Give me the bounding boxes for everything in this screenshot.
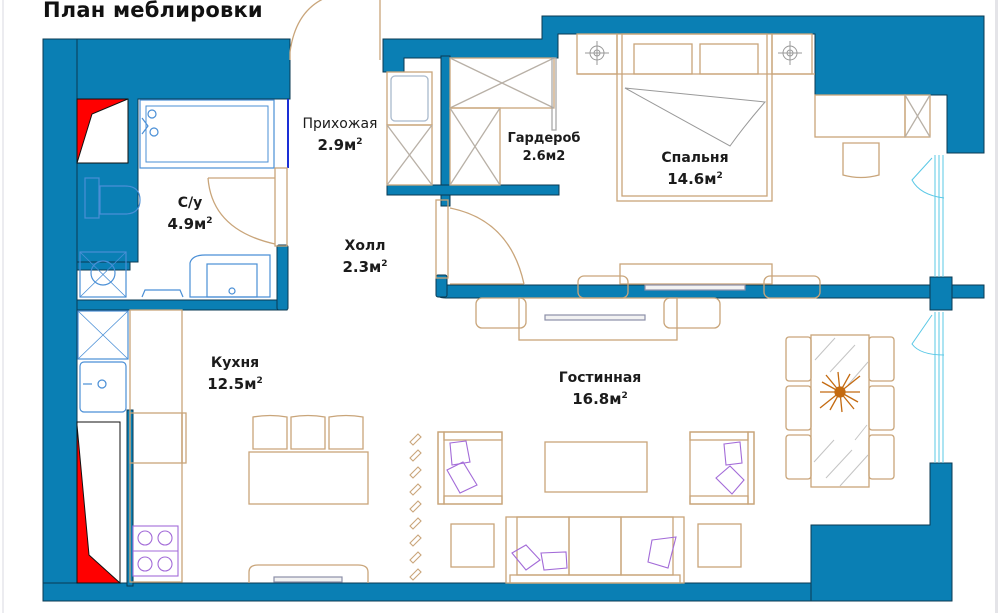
room-area: 4.9м2 bbox=[167, 215, 213, 233]
centerpiece-icon bbox=[819, 371, 861, 413]
room-area: 12.5м2 bbox=[207, 375, 263, 393]
room-label-wardrobe: Гардероб 2.6м2 bbox=[494, 130, 594, 166]
page-edge-left bbox=[2, 0, 4, 613]
room-name: Холл bbox=[344, 238, 386, 254]
furniture bbox=[129, 0, 931, 584]
room-label-kitchen: Кухня 12.5м2 bbox=[190, 354, 280, 393]
tv-icons bbox=[273, 284, 746, 583]
walls bbox=[42, 15, 985, 602]
room-name: Гостинная bbox=[558, 370, 642, 386]
room-label-bedroom: Спальня 14.6м2 bbox=[640, 149, 750, 188]
room-area: 16.8м2 bbox=[572, 390, 628, 408]
stove-icon bbox=[132, 525, 179, 577]
room-area: 2.6м2 bbox=[522, 149, 566, 164]
cushions bbox=[446, 440, 745, 571]
page-title: План меблировки bbox=[43, 0, 263, 22]
room-area: 2.3м2 bbox=[342, 258, 388, 276]
lamp-icons bbox=[585, 41, 802, 65]
room-name: Спальня bbox=[661, 150, 729, 166]
scrollbar-track[interactable] bbox=[995, 0, 998, 613]
room-label-living-room: Гостинная 16.8м2 bbox=[540, 369, 660, 408]
room-area: 14.6м2 bbox=[667, 170, 723, 188]
room-area: 2.9м2 bbox=[317, 136, 363, 154]
room-label-hall: Холл 2.3м2 bbox=[325, 237, 405, 276]
vent-shafts bbox=[76, 98, 129, 584]
windows bbox=[911, 155, 945, 463]
room-name: Кухня bbox=[210, 355, 260, 371]
room-label-hallway-entry: Прихожая 2.9м2 bbox=[290, 115, 390, 154]
room-name: С/у bbox=[177, 195, 203, 211]
room-name: Гардероб bbox=[507, 131, 581, 146]
room-name: Прихожая bbox=[302, 116, 378, 132]
plumbing bbox=[77, 99, 275, 413]
glass-hatching bbox=[813, 337, 869, 487]
room-label-bathroom: С/у 4.9м2 bbox=[150, 194, 230, 233]
